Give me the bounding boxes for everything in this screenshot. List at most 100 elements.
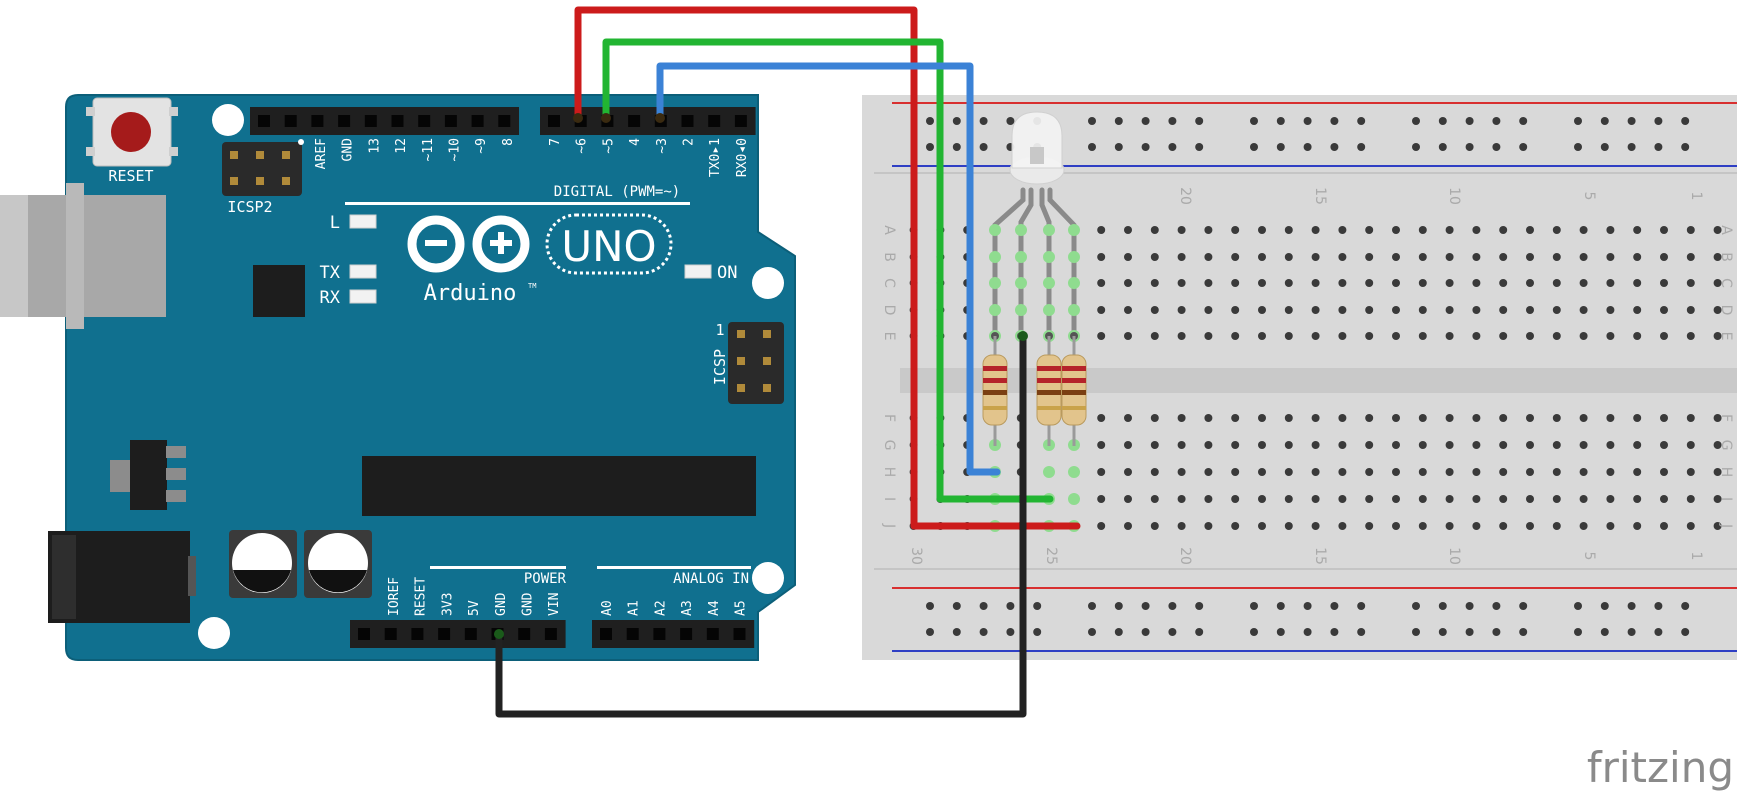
row-letter: A bbox=[881, 225, 897, 235]
rail-hole bbox=[1465, 117, 1474, 125]
breadboard-hole bbox=[1231, 306, 1240, 314]
breadboard-hole bbox=[1552, 468, 1561, 476]
plus-icon bbox=[498, 232, 504, 254]
breadboard-hole bbox=[1338, 279, 1347, 287]
pin-label: ~6 bbox=[575, 138, 590, 154]
rail-hole bbox=[926, 602, 934, 610]
row-letter: H bbox=[881, 467, 897, 478]
breadboard-hole bbox=[1499, 414, 1508, 422]
breadboard-hole bbox=[1124, 253, 1132, 261]
breadboard-hole bbox=[1097, 226, 1106, 234]
breadboard-hole bbox=[1231, 279, 1240, 287]
header-pin bbox=[391, 115, 404, 127]
rail-hole bbox=[1088, 602, 1096, 610]
breadboard-hole bbox=[1204, 441, 1213, 449]
breadboard-hole bbox=[1258, 226, 1266, 234]
rail-hole bbox=[1114, 628, 1123, 636]
breadboard-hole bbox=[1097, 306, 1106, 314]
rail-hole bbox=[1412, 602, 1420, 610]
breadboard-hole bbox=[1365, 441, 1374, 449]
rail-hole bbox=[1574, 602, 1582, 610]
breadboard-hole bbox=[1445, 253, 1454, 261]
breadboard-hole bbox=[1445, 332, 1454, 340]
capacitor bbox=[304, 530, 372, 598]
row-letter: D bbox=[881, 305, 897, 316]
breadboard-hole bbox=[1418, 306, 1427, 314]
breadboard-hole bbox=[1124, 495, 1132, 503]
connected-hole bbox=[989, 277, 1001, 289]
breadboard-hole bbox=[1445, 468, 1454, 476]
rail-hole bbox=[1276, 602, 1285, 610]
breadboard-hole bbox=[1258, 414, 1266, 422]
breadboard-hole bbox=[1552, 253, 1561, 261]
breadboard-hole bbox=[1606, 468, 1615, 476]
breadboard-hole bbox=[1472, 495, 1481, 503]
led-on bbox=[684, 264, 712, 279]
breadboard-hole bbox=[1365, 522, 1374, 530]
pin-label: 8 bbox=[501, 138, 516, 146]
wire-gnd bbox=[495, 332, 1027, 718]
column-number: 25 bbox=[1043, 547, 1059, 565]
rail-hole bbox=[1330, 143, 1339, 151]
breadboard-hole bbox=[1392, 468, 1400, 476]
rail-hole bbox=[1250, 117, 1258, 125]
breadboard-hole bbox=[1338, 495, 1347, 503]
reset-button[interactable] bbox=[86, 97, 178, 167]
row-letter: J bbox=[1718, 523, 1734, 528]
breadboard-hole bbox=[1284, 441, 1293, 449]
breadboard-hole bbox=[1258, 522, 1266, 530]
breadboard-hole bbox=[1472, 522, 1481, 530]
breadboard-hole bbox=[1365, 253, 1374, 261]
breadboard-hole bbox=[1713, 441, 1722, 449]
breadboard-hole bbox=[1660, 332, 1668, 340]
breadboard-hole bbox=[1552, 495, 1561, 503]
rail-hole bbox=[1492, 602, 1501, 610]
header-pin bbox=[311, 115, 324, 127]
rail-hole bbox=[1574, 143, 1582, 151]
breadboard-hole bbox=[1633, 414, 1642, 422]
mounting-hole bbox=[198, 617, 230, 649]
rail-hole bbox=[1412, 117, 1420, 125]
uno-oval bbox=[545, 213, 673, 275]
rail-hole bbox=[1627, 117, 1636, 125]
row-letter: A bbox=[1718, 225, 1734, 235]
pin-label: RESET bbox=[414, 577, 429, 616]
header-pin bbox=[411, 628, 424, 640]
row-letter: G bbox=[881, 440, 897, 451]
breadboard-hole bbox=[1124, 332, 1132, 340]
breadboard-hole bbox=[1231, 226, 1240, 234]
breadboard-hole bbox=[1150, 468, 1159, 476]
breadboard-hole bbox=[1204, 522, 1213, 530]
breadboard-hole bbox=[1365, 495, 1374, 503]
header-pin bbox=[600, 628, 612, 640]
connected-hole bbox=[1043, 466, 1055, 478]
breadboard-hole bbox=[1392, 522, 1400, 530]
led-tx bbox=[349, 264, 377, 279]
rail-hole bbox=[1465, 602, 1474, 610]
breadboard-hole bbox=[1231, 332, 1240, 340]
rail-hole bbox=[979, 143, 988, 151]
breadboard-hole bbox=[1204, 414, 1213, 422]
breadboard-hole bbox=[1552, 279, 1561, 287]
breadboard-hole bbox=[1284, 522, 1293, 530]
breadboard-hole bbox=[1284, 306, 1293, 314]
breadboard-hole bbox=[1713, 306, 1722, 314]
breadboard-hole bbox=[1713, 468, 1722, 476]
rail-hole bbox=[1330, 628, 1339, 636]
pin-label: 13 bbox=[367, 138, 382, 154]
breadboard-hole bbox=[1686, 253, 1695, 261]
pin-label: 3V3 bbox=[440, 593, 455, 616]
breadboard-hole bbox=[1284, 414, 1293, 422]
row-letter: D bbox=[1718, 305, 1734, 316]
header-pin bbox=[706, 628, 719, 640]
pin-label: ~5 bbox=[601, 138, 616, 154]
breadboard-hole bbox=[1124, 414, 1132, 422]
breadboard-hole bbox=[1713, 226, 1722, 234]
breadboard-hole bbox=[1177, 306, 1186, 314]
breadboard-hole bbox=[1124, 306, 1132, 314]
breadboard-hole bbox=[1231, 468, 1240, 476]
wire-pin5 bbox=[602, 38, 1054, 503]
icsp-header bbox=[728, 322, 784, 404]
